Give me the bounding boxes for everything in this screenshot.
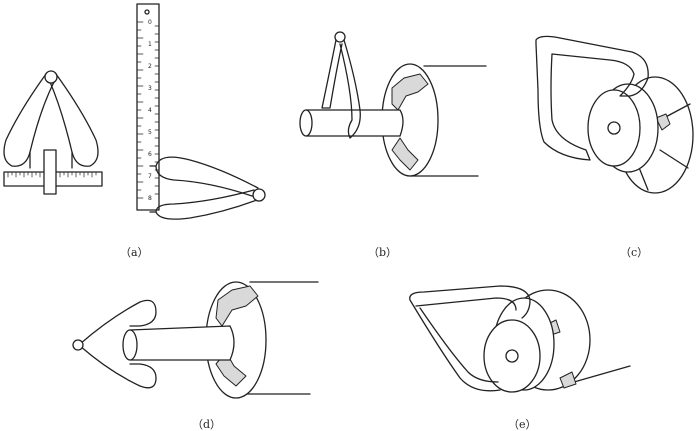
wheel-e-front (483, 319, 541, 393)
caption-e: （e） (508, 418, 537, 431)
caption-d: （d） (192, 418, 222, 431)
caliper-b-leg-right (339, 39, 361, 139)
bore-b-teeth (391, 73, 429, 171)
caliper-a-left-leg (3, 73, 55, 167)
panel-a-caliper-horizontal (3, 70, 103, 195)
ruler-vertical-ticks (136, 21, 160, 199)
wheel-c-hub (607, 121, 621, 135)
ruler-vertical-hole (144, 9, 150, 15)
panel-b (299, 31, 487, 177)
ruler-scale-label: 3 (148, 85, 152, 92)
shaft-d (125, 325, 235, 361)
caliper-v-upper-leg (155, 156, 259, 197)
caliper-b-pivot (334, 31, 346, 43)
ruler-scale-label: 4 (148, 107, 152, 114)
shaft-d-end (122, 329, 138, 361)
caliper-e-frame (409, 285, 531, 392)
caliper-c-frame (535, 35, 649, 161)
panel-c (535, 35, 694, 194)
ruler-scale-label: 8 (148, 195, 152, 202)
ruler-a-stop (43, 149, 57, 195)
panel-a-caliper-vertical (136, 3, 266, 220)
ruler-scale-label: 2 (148, 63, 152, 70)
ruler-scale-label: 1 (148, 41, 152, 48)
caliper-a-jaw-inner (29, 151, 73, 169)
caliper-v-pivot (252, 188, 266, 202)
panel-e (409, 285, 631, 393)
caliper-a-right-leg (49, 73, 99, 167)
caption-c: （c） (620, 246, 649, 259)
caliper-b-leg-left (321, 39, 343, 109)
ruler-scale-label: 6 (148, 151, 152, 158)
caliper-a-pivot (44, 70, 58, 84)
ruler-vertical-body (136, 3, 160, 211)
caption-a: （a） (120, 246, 149, 259)
caliper-d-frame (79, 299, 157, 389)
wheel-e-hub (505, 349, 519, 363)
ruler-a-ticks (7, 171, 97, 178)
bore-c-ridge (655, 113, 671, 131)
wheel-c-front (587, 89, 641, 167)
caliper-d-pivot (72, 339, 84, 351)
caliper-v-jaw (149, 165, 157, 213)
shaft-b-end (299, 109, 313, 137)
ruler-scale-label: 0 (148, 19, 152, 26)
ruler-scale-label: 5 (148, 129, 152, 136)
panel-d (72, 281, 319, 399)
bore-e-lead (573, 365, 631, 383)
ruler-scale-label: 7 (148, 173, 152, 180)
caption-b: （b） (368, 246, 398, 259)
